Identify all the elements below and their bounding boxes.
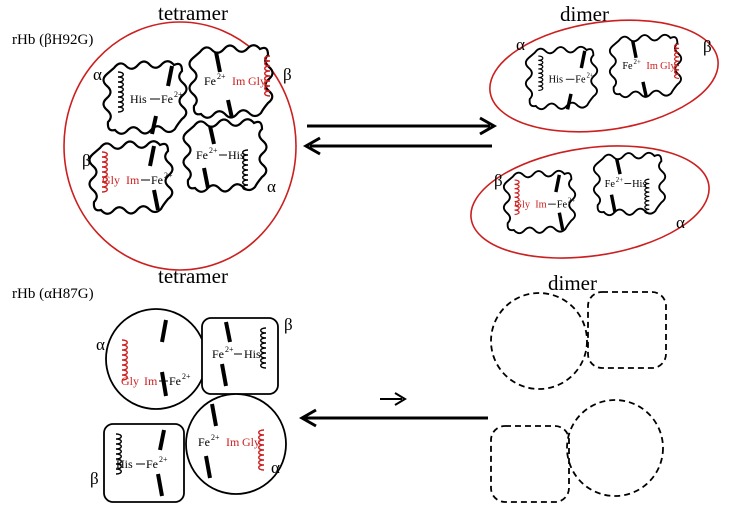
- top-dimer1-beta: Fe 2+ Im Gly: [608, 33, 683, 99]
- top-d2-gly: Gly: [515, 200, 531, 211]
- top-d1-im: Im: [646, 61, 657, 72]
- bottom-subunit-br: Fe 2+ Im Gly: [185, 393, 287, 495]
- bottom-tetramer-title: tetramer: [158, 264, 228, 288]
- top-br-greek: α: [267, 177, 276, 196]
- bottom-br-gly: Gly: [242, 435, 260, 449]
- top-bl-gly: Gly: [102, 173, 120, 187]
- bottom-dimer-upper: [490, 291, 667, 390]
- top-d1-beta-greek: β: [703, 37, 712, 56]
- bottom-equilibrium-arrows: [298, 392, 488, 428]
- top-variant-label: rHb (βH92G): [12, 32, 93, 48]
- top-bl-greek: β: [82, 151, 91, 170]
- bottom-br-fe: Fe: [198, 435, 210, 449]
- bottom-tl-im: Im: [144, 374, 158, 388]
- top-d1-alpha-greek: α: [516, 35, 525, 54]
- top-d1-charge2: 2+: [634, 59, 641, 66]
- top-d2-beta-greek: β: [494, 171, 503, 190]
- bottom-subunit-tl: Gly Im Fe 2+: [105, 308, 207, 410]
- bottom-variant-label: rHb (αH87G): [12, 286, 94, 302]
- top-tr-charge: 2+: [217, 72, 226, 81]
- top-tetramer-title: tetramer: [158, 1, 228, 25]
- top-bl-charge: 2+: [164, 171, 173, 180]
- bottom-bl-fe: Fe: [146, 457, 158, 471]
- bottom-br-greek: α: [271, 458, 280, 477]
- top-tr-im: Im: [232, 74, 246, 88]
- bottom-dimer-lower: [490, 399, 664, 503]
- top-subunit-tl: His Fe 2+: [102, 60, 188, 135]
- top-dimer1-boundary: [489, 19, 719, 133]
- top-bl-im: Im: [126, 173, 140, 187]
- top-dimer1-alpha: His Fe 2+: [524, 45, 599, 111]
- bottom-subunit-bl: His Fe 2+: [103, 423, 185, 503]
- top-dimer2-boundary: [470, 145, 710, 259]
- bottom-tr-fe: Fe: [212, 347, 224, 361]
- top-tl-charge: 2+: [174, 90, 183, 99]
- bottom-subunit-tr: Fe 2+ His: [201, 317, 279, 395]
- top-d2-fe2: Fe: [605, 179, 616, 190]
- top-dimer2-beta: Gly Im Fe 2+: [502, 169, 577, 235]
- bottom-dimer-title: dimer: [548, 271, 597, 295]
- top-equilibrium-arrows: [302, 116, 498, 156]
- bottom-br-im: Im: [226, 435, 240, 449]
- top-subunit-br: Fe 2+ His: [182, 118, 268, 193]
- top-d2-charge: 2+: [568, 197, 575, 204]
- bottom-tr-his: His: [244, 347, 261, 361]
- bottom-tr-greek: β: [284, 315, 293, 334]
- top-d2-fe: Fe: [557, 200, 568, 211]
- top-tl-fe: Fe: [161, 92, 173, 106]
- top-tl-his: His: [130, 92, 147, 106]
- top-d1-charge: 2+: [586, 73, 593, 80]
- bottom-tl-gly: Gly: [121, 374, 139, 388]
- top-d2-charge2: 2+: [616, 177, 623, 184]
- top-br-fe: Fe: [196, 148, 208, 162]
- top-tr-greek: β: [283, 65, 292, 84]
- top-tetramer-boundary: [63, 21, 297, 271]
- bottom-bl-charge: 2+: [159, 455, 168, 464]
- top-br-charge: 2+: [209, 146, 218, 155]
- bottom-tl-fe: Fe: [169, 374, 181, 388]
- bottom-tl-greek: α: [96, 335, 105, 354]
- top-d1-fe: Fe: [575, 75, 586, 86]
- top-d2-im: Im: [535, 200, 546, 211]
- bottom-br-charge: 2+: [211, 433, 220, 442]
- bottom-bl-his: His: [116, 457, 133, 471]
- top-br-his: His: [228, 148, 245, 162]
- top-dimer2-alpha: Fe 2+ His: [592, 151, 667, 217]
- top-subunit-bl: Gly Im Fe 2+: [88, 140, 174, 215]
- top-d2-his: His: [632, 179, 646, 190]
- top-tr-fe: Fe: [204, 74, 216, 88]
- bottom-tr-charge: 2+: [225, 345, 234, 354]
- top-d1-fe2: Fe: [622, 61, 633, 72]
- bottom-tl-charge: 2+: [182, 372, 191, 381]
- top-bl-fe: Fe: [151, 173, 163, 187]
- top-d1-his: His: [549, 75, 563, 86]
- top-subunit-tr: Fe 2+ Im Gly: [188, 44, 274, 119]
- bottom-bl-greek: β: [90, 469, 99, 488]
- top-tl-greek: α: [93, 65, 102, 84]
- top-d2-alpha-greek: α: [676, 213, 685, 232]
- top-d1-gly: Gly: [660, 61, 676, 72]
- top-tr-gly: Gly: [248, 74, 266, 88]
